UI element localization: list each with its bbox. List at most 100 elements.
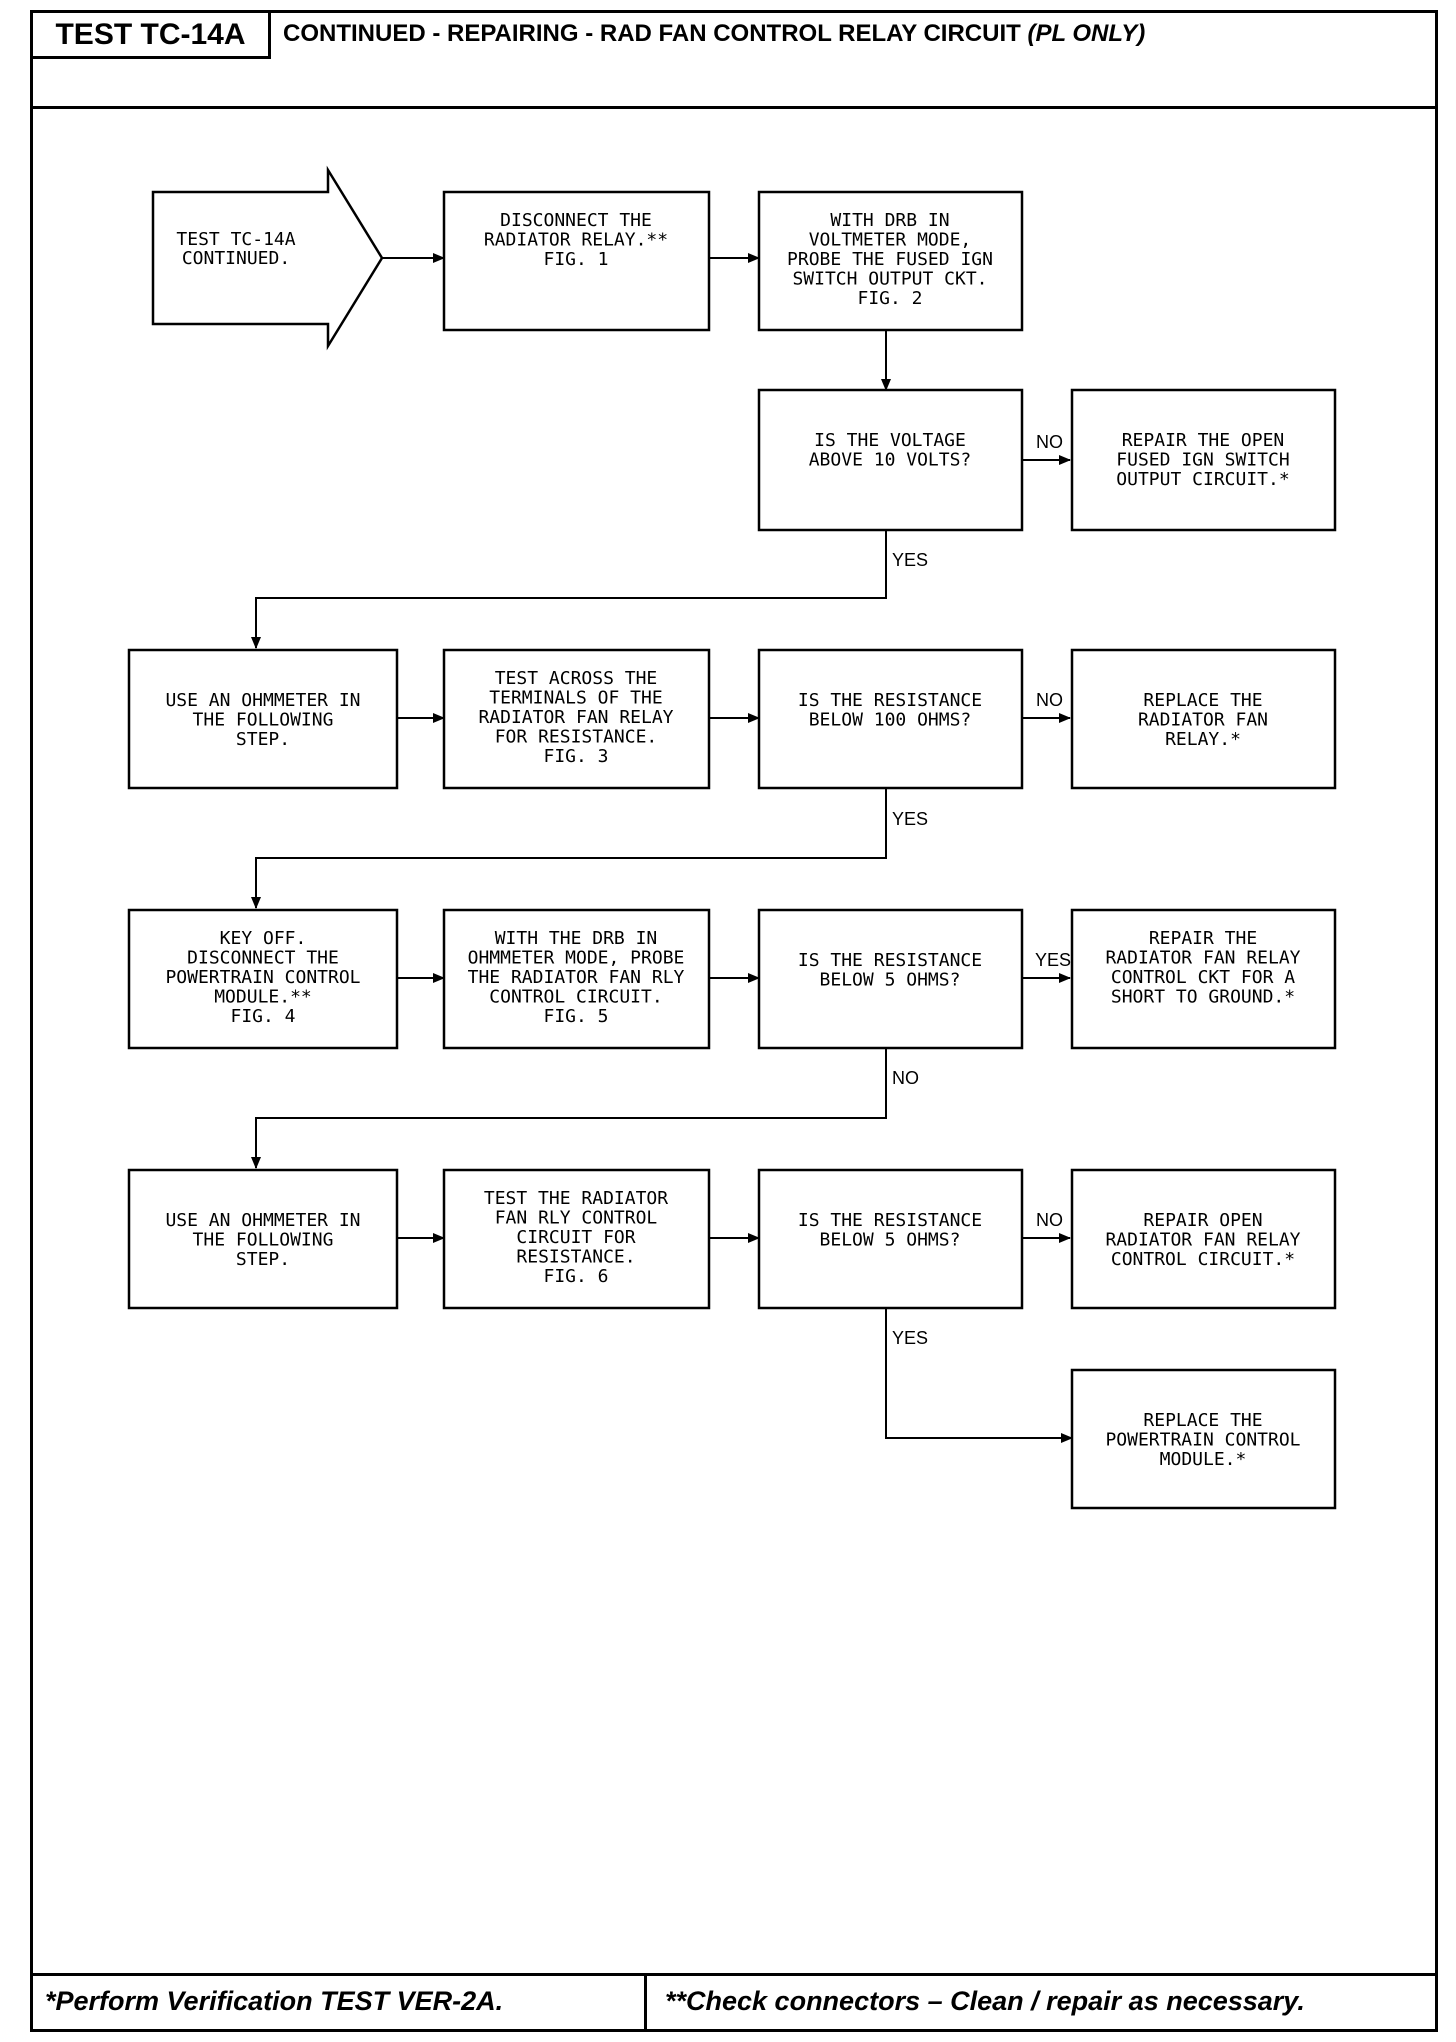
text-line: MODULE.* xyxy=(1160,1449,1247,1470)
text-line: FIG. 3 xyxy=(543,746,608,767)
text-line: TERMINALS OF THE xyxy=(489,688,662,709)
text-line: THE FOLLOWING xyxy=(193,710,334,731)
decision-voltage-above-10 xyxy=(757,388,1024,532)
text-line: KEY OFF. xyxy=(220,928,307,949)
text-line: RADIATOR FAN RELAY xyxy=(1105,948,1300,969)
text-line: REPAIR OPEN xyxy=(1143,1210,1262,1231)
label-q1-yes: YES xyxy=(892,550,928,570)
text-line: VOLTMETER MODE, xyxy=(809,230,972,251)
text-line: FAN RLY CONTROL xyxy=(495,1208,658,1229)
box-test-relay-terminals xyxy=(442,648,711,790)
text-line: DISCONNECT THE xyxy=(187,948,339,969)
connectors xyxy=(251,253,1073,1443)
footer-note-connectors: **Check connectors – Clean / repair as n… xyxy=(665,1986,1305,2016)
box-replace-fan-relay xyxy=(1070,648,1337,790)
title-qualifier: (PL ONLY) xyxy=(1027,20,1146,47)
footer-note-verification: *Perform Verification TEST VER-2A. xyxy=(33,1976,647,2029)
arrow-q2-yes xyxy=(251,788,887,909)
boxes xyxy=(127,190,1337,1510)
box-repair-open-control-circuit xyxy=(1070,1168,1337,1310)
text-line: REPAIR THE xyxy=(1149,928,1257,949)
text-line: DISCONNECT THE xyxy=(500,210,652,231)
footer: *Perform Verification TEST VER-2A. **Che… xyxy=(33,1973,1435,2029)
page-title: CONTINUED - REPAIRING - RAD FAN CONTROL … xyxy=(283,19,1145,49)
box-replace-pcm xyxy=(1070,1368,1337,1510)
text-line: OHMMETER MODE, PROBE xyxy=(468,948,685,969)
text-line: RADIATOR FAN RELAY xyxy=(1105,1230,1300,1251)
box-use-ohmmeter-2 xyxy=(127,1168,399,1310)
text-line: RESISTANCE. xyxy=(516,1247,635,1268)
label-q3-no: NO xyxy=(892,1068,919,1088)
text-line: OUTPUT CIRCUIT.* xyxy=(1116,469,1289,490)
text-line: USE AN OHMMETER IN xyxy=(165,1210,360,1231)
box-repair-open-ign-circuit xyxy=(1070,388,1337,532)
label-q2-yes: YES xyxy=(892,809,928,829)
text-line: FUSED IGN SWITCH xyxy=(1116,450,1289,471)
text-line: RADIATOR FAN RELAY xyxy=(478,707,673,728)
text-line: IS THE VOLTAGE xyxy=(814,430,966,451)
text-line: CONTROL CIRCUIT.* xyxy=(1111,1249,1295,1270)
test-id: TEST TC-14A xyxy=(33,13,271,59)
box-drb-ohmmeter-probe xyxy=(442,908,711,1050)
text-line: STEP. xyxy=(236,1249,290,1270)
text-line: TEST THE RADIATOR xyxy=(484,1188,668,1209)
text-line: RELAY.* xyxy=(1165,729,1241,750)
title-main: CONTINUED - REPAIRING - RAD FAN CONTROL … xyxy=(283,20,1028,47)
text-line: IS THE RESISTANCE xyxy=(798,1210,982,1231)
text-line: POWERTRAIN CONTROL xyxy=(1105,1430,1300,1451)
text-line: CONTROL CIRCUIT. xyxy=(489,987,662,1008)
text-line: REPAIR THE OPEN xyxy=(1122,430,1285,451)
page-frame: TEST TC-14A CONTINUED - REPAIRING - RAD … xyxy=(30,10,1438,2032)
text-line: WITH DRB IN xyxy=(830,210,949,231)
text-line: CONTINUED. xyxy=(182,248,290,269)
text-line: MODULE.** xyxy=(214,987,312,1008)
text-line: FIG. 2 xyxy=(857,288,922,309)
label-q4-no: NO xyxy=(1036,1210,1063,1230)
label-q1-no: NO xyxy=(1036,432,1063,452)
text-line: FIG. 5 xyxy=(543,1006,608,1027)
box-repair-short-to-ground xyxy=(1070,908,1337,1050)
text-line: ABOVE 10 VOLTS? xyxy=(809,450,972,471)
arrow-q3-no xyxy=(251,1048,887,1169)
text-line: SHORT TO GROUND.* xyxy=(1111,987,1295,1008)
label-q4-yes: YES xyxy=(892,1328,928,1348)
text-line: IS THE RESISTANCE xyxy=(798,690,982,711)
decision-resistance-below-5-b xyxy=(757,1168,1024,1310)
text-line: BELOW 5 OHMS? xyxy=(820,1230,961,1251)
text-line: TEST TC-14A xyxy=(176,229,295,250)
start-arrow-shape xyxy=(151,165,384,351)
text-line: SWITCH OUTPUT CKT. xyxy=(792,269,987,290)
text-line: BELOW 5 OHMS? xyxy=(820,970,961,991)
arrow-q4-yes xyxy=(885,1308,1073,1443)
label-q2-no: NO xyxy=(1036,690,1063,710)
text-line: POWERTRAIN CONTROL xyxy=(165,967,360,988)
text-line: THE FOLLOWING xyxy=(193,1230,334,1251)
branch-labels: NO YES NO YES YES NO NO YES xyxy=(892,432,1071,1348)
box-key-off-disconnect-pcm xyxy=(127,908,399,1050)
text-line: IS THE RESISTANCE xyxy=(798,950,982,971)
text-line: WITH THE DRB IN xyxy=(495,928,658,949)
arrow-q1-yes xyxy=(251,530,887,649)
text-line: CONTROL CKT FOR A xyxy=(1111,967,1295,988)
box-disconnect-radiator-relay xyxy=(442,190,711,332)
text-line: TEST ACROSS THE xyxy=(495,668,658,689)
text-line: FIG. 1 xyxy=(543,249,608,270)
text-line: RADIATOR RELAY.** xyxy=(484,230,668,251)
text-line: CIRCUIT FOR xyxy=(516,1227,635,1248)
text-line: BELOW 100 OHMS? xyxy=(809,710,972,731)
decision-resistance-below-100 xyxy=(757,648,1024,790)
